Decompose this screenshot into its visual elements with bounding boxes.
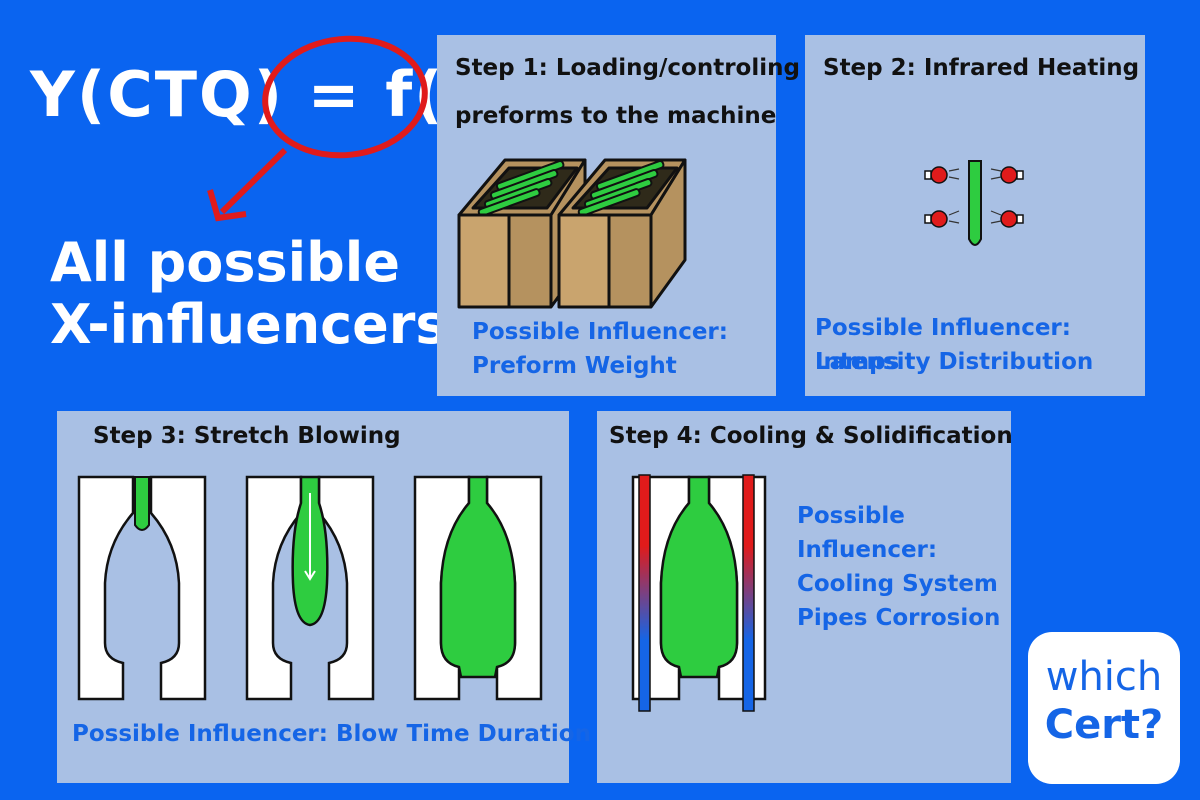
step1-influencer-line2: Preform Weight — [472, 353, 677, 379]
headline-line2: X-influencers — [50, 293, 448, 356]
step1-title-line1: Step 1: Loading/controling — [455, 55, 800, 81]
logo-line1: which — [1045, 654, 1163, 700]
step1-panel: Step 1: Loading/controling preforms to t… — [437, 35, 800, 396]
red-arrow-icon — [219, 147, 288, 215]
step4-title: Step 4: Cooling & Solidification — [609, 423, 1013, 449]
step2-influencer-line2: Intensity Distribution — [815, 349, 1094, 375]
step4-influencer: Possible Influencer: Cooling System Pipe… — [797, 499, 1000, 635]
lamp-icon — [924, 160, 1024, 246]
mold-icon — [77, 475, 543, 701]
step2-panel: Step 2: Infrared Heating — [805, 35, 1145, 396]
step3-influencer: Possible Influencer: Blow Time Duration — [72, 721, 591, 747]
step4-influencer-line3: Cooling System — [797, 571, 998, 597]
step4-influencer-line4: Pipes Corrosion — [797, 605, 1001, 631]
step4-influencer-line2: Influencer: — [797, 537, 938, 563]
step1-title-line2: preforms to the machine — [455, 103, 777, 129]
headline-line1: All possible — [50, 231, 400, 294]
whichcert-logo[interactable]: which Cert? — [1028, 632, 1180, 784]
logo-line2: Cert? — [1044, 702, 1164, 748]
step4-influencer-line1: Possible — [797, 503, 905, 529]
step4-panel: Step 4: Cooling & Solidification Possibl… — [597, 411, 1013, 783]
cooling-pipe-icon — [631, 474, 767, 712]
box-icon — [457, 158, 687, 309]
headline: All possible X-influencers — [50, 232, 448, 356]
step1-influencer-line1: Possible Influencer: — [472, 319, 728, 345]
step2-influencer-line1: Possible Influencer: Lamps — [815, 315, 1071, 375]
step2-title: Step 2: Infrared Heating — [823, 55, 1140, 81]
step3-title: Step 3: Stretch Blowing — [93, 423, 401, 449]
formula-left: Y(CTQ) = — [30, 58, 386, 131]
step3-panel: Step 3: Stretch Blowing Possible Infl — [57, 411, 591, 783]
